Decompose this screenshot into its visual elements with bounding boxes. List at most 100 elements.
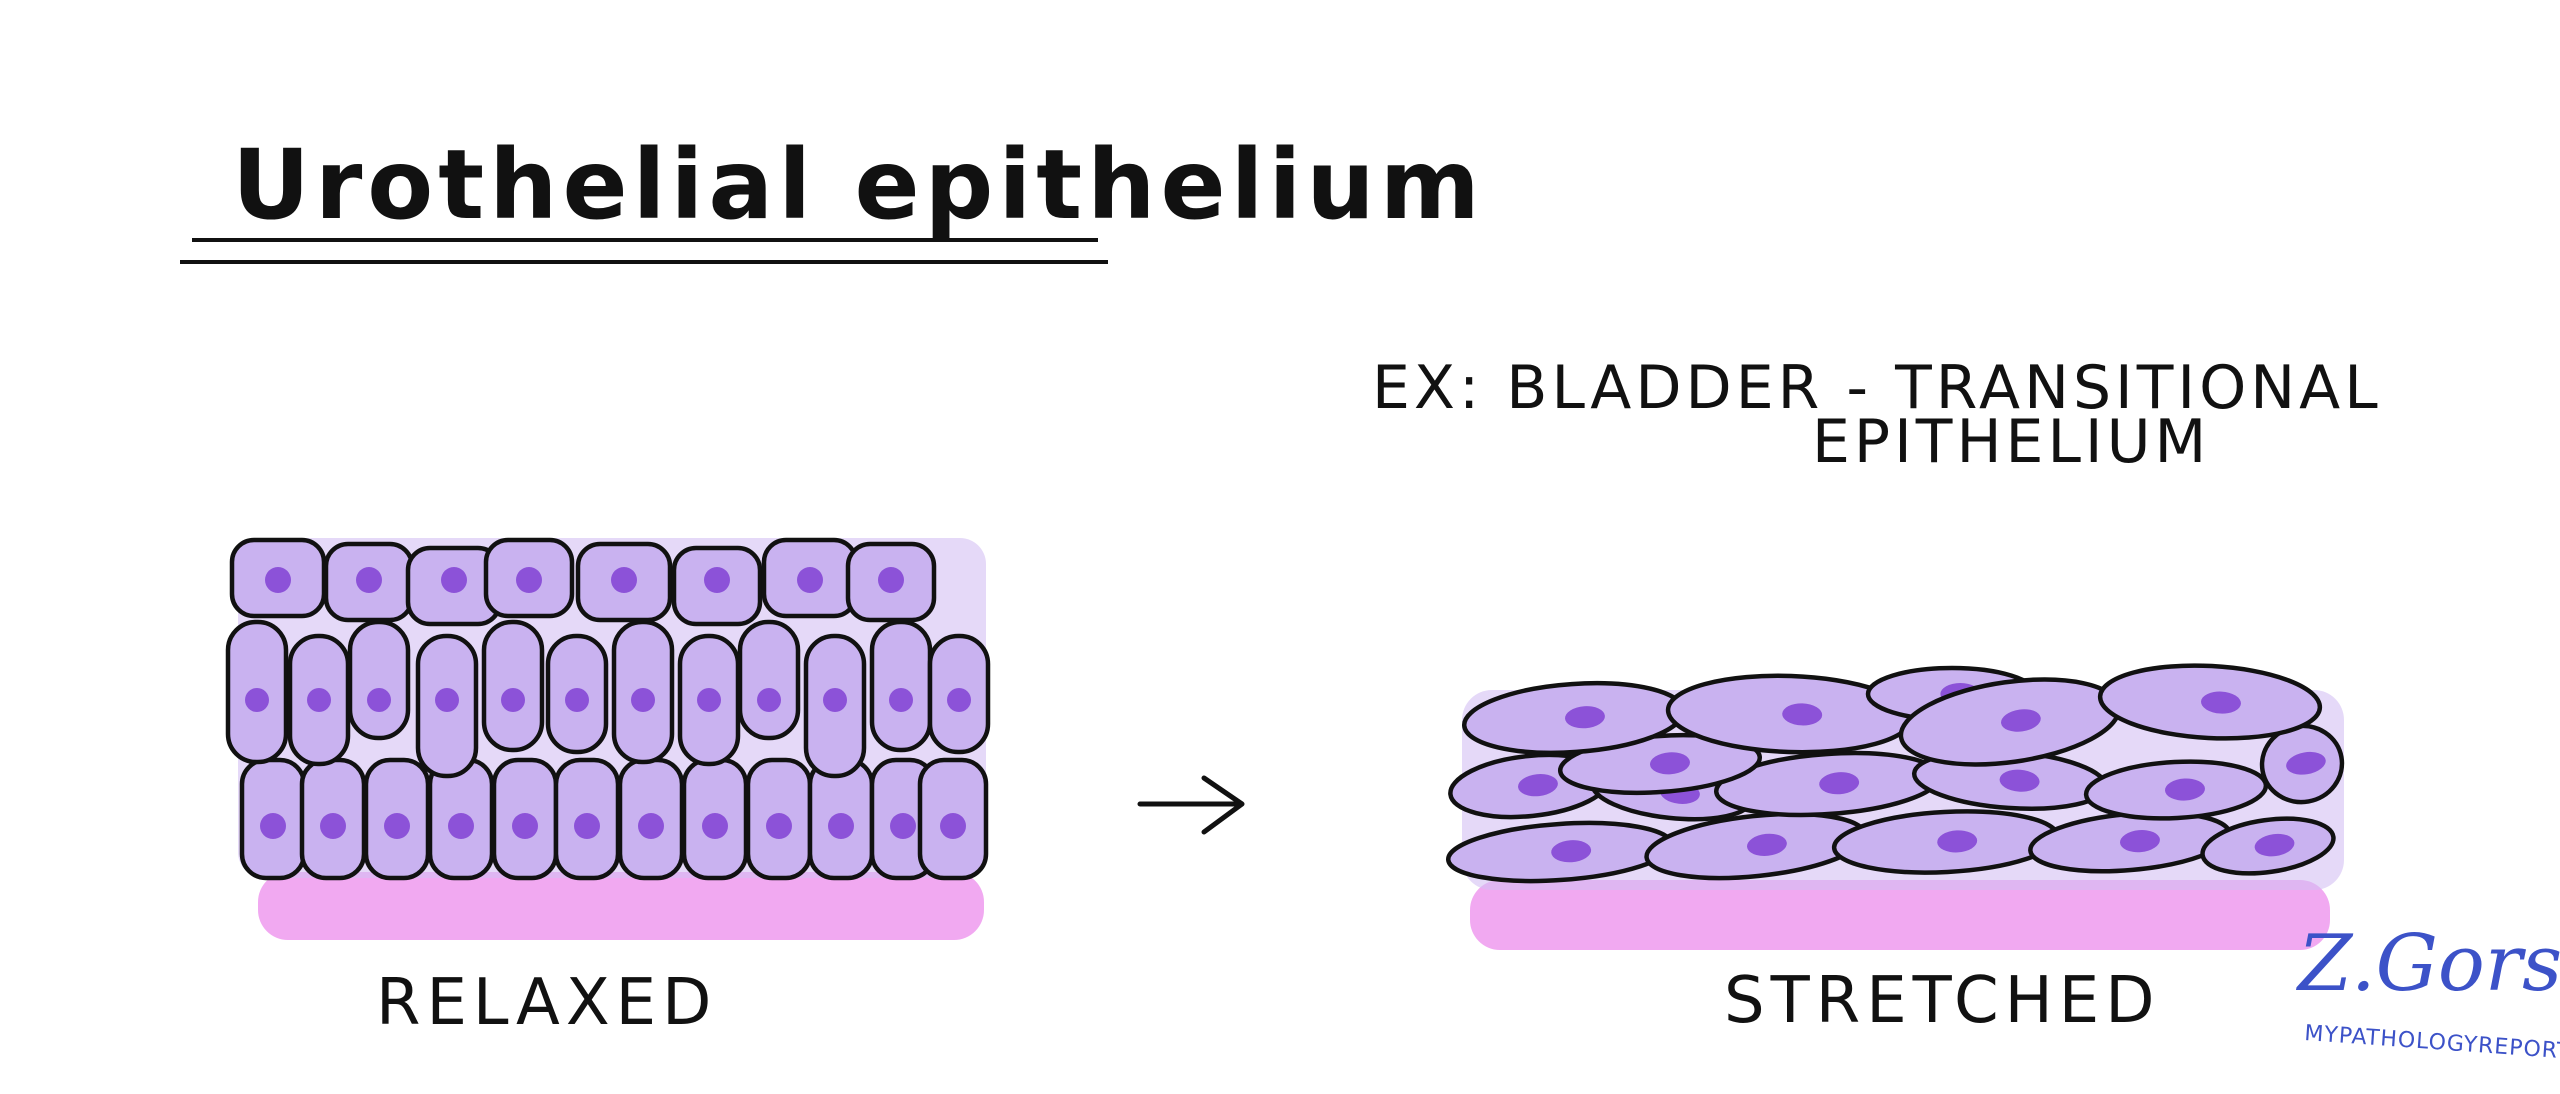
- nucleus: [367, 688, 391, 712]
- nucleus: [260, 813, 286, 839]
- stretched-basement-membrane: [1470, 880, 2330, 950]
- nucleus: [757, 688, 781, 712]
- intermediate-cell: [287, 633, 351, 767]
- nucleus: [384, 813, 410, 839]
- nucleus: [1518, 774, 1558, 797]
- flattened-intermediate-cell: [2259, 723, 2345, 805]
- nucleus: [766, 813, 792, 839]
- right-arrow-icon: [1137, 775, 1245, 835]
- relaxed-label: RELAXED: [376, 966, 717, 1040]
- intermediate-cell: [481, 619, 545, 753]
- diagram-title: Urothelial epithelium: [232, 129, 1485, 241]
- nucleus: [307, 688, 331, 712]
- nucleus: [516, 567, 542, 593]
- nucleus: [611, 567, 637, 593]
- example-note-line2: EPITHELIUM: [1812, 407, 2210, 477]
- nucleus: [889, 688, 913, 712]
- intermediate-cell: [803, 633, 867, 779]
- flattened-umbrella-cell: [2097, 663, 2323, 741]
- nucleus: [501, 688, 525, 712]
- nucleus: [697, 688, 721, 712]
- nucleus: [1819, 772, 1860, 795]
- nucleus: [2165, 778, 2205, 801]
- nucleus: [1782, 703, 1823, 726]
- nucleus: [702, 813, 728, 839]
- nucleus: [2286, 751, 2326, 775]
- relaxed-basement-membrane: [258, 872, 984, 940]
- nucleus: [1551, 840, 1592, 863]
- nucleus: [245, 688, 269, 712]
- intermediate-cell: [737, 619, 801, 741]
- nucleus: [1747, 833, 1787, 856]
- stretched-cell-layer: [1446, 663, 2345, 884]
- basal-cell: [917, 757, 989, 881]
- umbrella-cell: [761, 537, 859, 619]
- intermediate-cell: [611, 619, 675, 765]
- nucleus: [1937, 830, 1978, 853]
- nucleus: [441, 567, 467, 593]
- basal-cell: [363, 757, 431, 881]
- umbrella-cell: [483, 537, 575, 619]
- nucleus: [704, 567, 730, 593]
- flattened-intermediate-cell: [1714, 750, 1942, 818]
- website-text: MYPATHOLOGYREPORT.CA: [2304, 1021, 2560, 1067]
- flattened-basal-cell: [2200, 816, 2336, 876]
- flattened-umbrella-cell: [1898, 677, 2122, 767]
- umbrella-cell: [845, 541, 937, 623]
- nucleus: [1999, 769, 2040, 792]
- basal-cell: [553, 757, 621, 881]
- intermediate-cell: [415, 633, 479, 779]
- nucleus: [2001, 709, 2041, 732]
- basal-cell: [239, 757, 307, 881]
- nucleus: [512, 813, 538, 839]
- umbrella-cell: [575, 541, 673, 623]
- nucleus: [828, 813, 854, 839]
- nucleus: [823, 688, 847, 712]
- intermediate-cell: [225, 619, 289, 765]
- nucleus: [356, 567, 382, 593]
- nucleus: [265, 567, 291, 593]
- intermediate-cell: [347, 619, 411, 741]
- basal-cell: [427, 757, 495, 881]
- intermediate-cell: [677, 633, 741, 767]
- stretched-epithelium: [1446, 663, 2345, 950]
- nucleus: [638, 813, 664, 839]
- intermediate-cell: [869, 619, 933, 753]
- flattened-umbrella-cell: [1665, 673, 1915, 755]
- nucleus: [1650, 752, 1690, 775]
- intermediate-cell: [545, 633, 609, 755]
- nucleus: [890, 813, 916, 839]
- nucleus: [1565, 706, 1605, 729]
- nucleus: [574, 813, 600, 839]
- nucleus: [565, 688, 589, 712]
- nucleus: [2120, 830, 2160, 853]
- nucleus: [2254, 833, 2295, 857]
- flattened-umbrella-cell: [1461, 680, 1687, 756]
- nucleus: [947, 688, 971, 712]
- umbrella-cell: [671, 545, 763, 627]
- basal-cell: [491, 757, 559, 881]
- nucleus: [448, 813, 474, 839]
- stretched-label: STRETCHED: [1724, 964, 2161, 1038]
- nucleus: [940, 813, 966, 839]
- intermediate-cell: [927, 633, 991, 755]
- signature: Z.Gorski MYPATHOLOGYREPORT.CA: [2295, 919, 2560, 1067]
- umbrella-cell: [323, 541, 415, 623]
- relaxed-epithelium: [225, 537, 991, 940]
- nucleus: [631, 688, 655, 712]
- basal-cell: [745, 757, 813, 881]
- basal-cell: [299, 757, 367, 881]
- nucleus: [435, 688, 459, 712]
- umbrella-cell: [229, 537, 327, 619]
- nucleus: [878, 567, 904, 593]
- nucleus: [2201, 691, 2241, 714]
- flattened-basal-cell: [1446, 820, 1674, 884]
- nucleus: [320, 813, 346, 839]
- basal-cell: [681, 757, 749, 881]
- example-note-line1: EX: BLADDER - TRANSITIONAL: [1372, 353, 2382, 423]
- relaxed-cell-layer: [225, 537, 991, 881]
- basal-cell: [617, 757, 685, 881]
- flattened-intermediate-cell: [2083, 759, 2269, 821]
- basal-cell: [807, 757, 875, 881]
